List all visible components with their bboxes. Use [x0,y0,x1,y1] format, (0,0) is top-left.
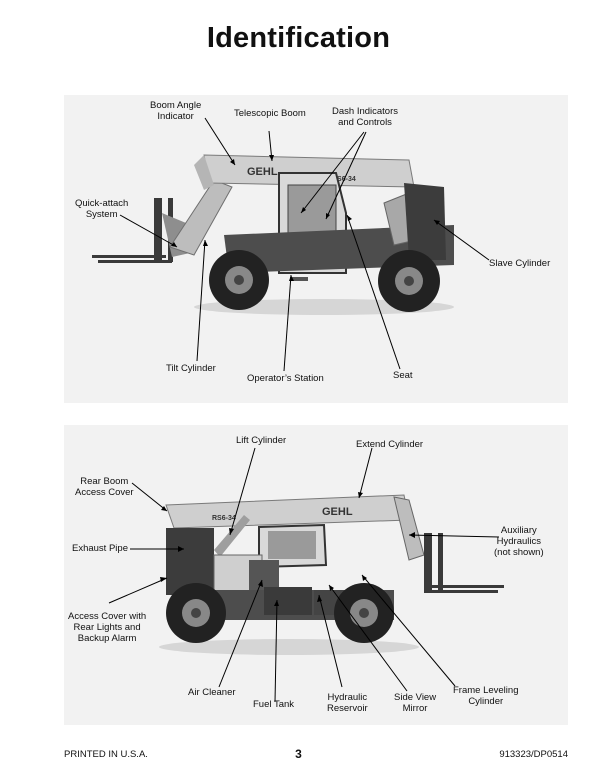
footer-right-text: 913323/DP0514 [499,749,568,760]
telehandler-rear-illustration: GEHL RS6-34 [64,425,568,725]
figure-front-view: GEHL RS6-34 [64,95,568,403]
telehandler-front-illustration: GEHL RS6-34 [64,95,568,403]
figure-rear-view: GEHL RS6-34 [64,425,568,725]
label-fuel-tank: Fuel Tank [253,699,294,710]
page-title: Identification [0,22,597,55]
label-operators-station: Operator’s Station [247,373,324,384]
rear-wheel-2 [166,583,226,643]
front-wheel-2 [334,583,394,643]
label-exhaust-pipe: Exhaust Pipe [72,543,128,554]
label-telescopic-boom: Telescopic Boom [234,108,306,119]
boom-brand-text-2: GEHL [322,506,353,518]
label-seat: Seat [393,370,413,381]
boom-model-text-2: RS6-34 [212,515,236,522]
label-slave-cylinder: Slave Cylinder [489,258,550,269]
boom-brand-text: GEHL [247,166,278,178]
label-air-cleaner: Air Cleaner [188,687,236,698]
rear-wheel [378,250,440,312]
label-tilt-cylinder: Tilt Cylinder [166,363,216,374]
label-lift-cylinder: Lift Cylinder [236,435,286,446]
front-wheel [209,250,269,310]
label-extend-cylinder: Extend Cylinder [356,439,423,450]
